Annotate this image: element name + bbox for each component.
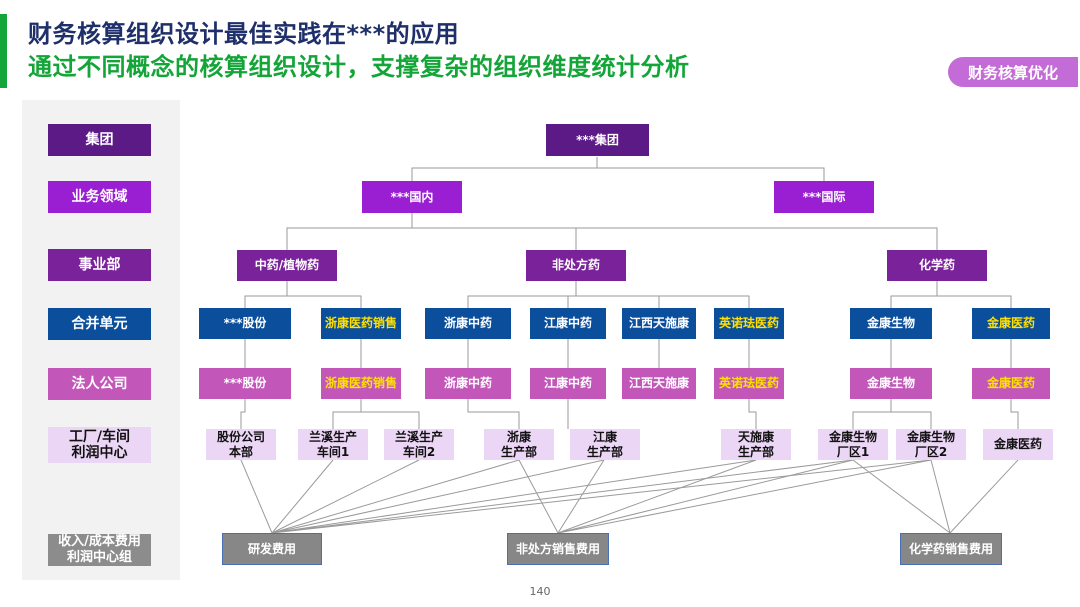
node-plant-jinkang-bio-2: 金康生物 厂区2: [896, 429, 966, 460]
node-legal-zhekang-tcm: 浙康中药: [425, 368, 511, 399]
node-group: ***集团: [546, 124, 649, 156]
node-plant-jinkang-bio-1: 金康生物 厂区1: [818, 429, 888, 460]
level-consolidation-unit: 合并单元: [48, 308, 151, 340]
node-plant-zhekang-production: 浙康 生产部: [484, 429, 554, 460]
node-legal-jiangxi-tianshikang: 江西天施康: [622, 368, 696, 399]
node-division-chemical: 化学药: [887, 250, 987, 281]
link-domain-divisions: [286, 213, 938, 250]
node-cons-jiangkang-tcm: 江康中药: [530, 308, 606, 339]
node-cost-chemical-sales: 化学药销售费用: [900, 533, 1002, 565]
node-legal-innofa: 英诺珐医药: [714, 368, 784, 399]
level-panel: [22, 100, 180, 580]
node-cons-zhekang-tcm: 浙康中药: [425, 308, 511, 339]
node-plant-jiangkang-production: 江康 生产部: [570, 429, 640, 460]
node-domain-international: ***国际: [774, 181, 874, 213]
link-legal-plants-b: [467, 399, 757, 429]
node-cons-gufen: ***股份: [199, 308, 291, 339]
level-cost-profit-center-group: 收入/成本费用 利润中心组: [48, 534, 151, 566]
node-division-tcm: 中药/植物药: [237, 250, 337, 281]
node-cons-jinkang-pharma: 金康医药: [972, 308, 1050, 339]
link-chem-cons: [890, 281, 1012, 308]
link-plants-rd-cost: [240, 459, 932, 534]
level-division: 事业部: [48, 249, 151, 281]
node-cons-innofa: 英诺珐医药: [714, 308, 784, 339]
node-plant-gufen-hq: 股份公司 本部: [206, 429, 276, 460]
node-cost-rd: 研发费用: [222, 533, 322, 565]
section-tag: 财务核算优化: [948, 57, 1078, 87]
link-legal-plants-a: [240, 399, 420, 429]
link-plants-otc-cost: [518, 459, 932, 534]
node-cons-zhekang-sales: 浙康医药销售: [321, 308, 401, 339]
link-group-domains: [411, 157, 825, 181]
node-legal-zhekang-sales: 浙康医药销售: [321, 368, 401, 399]
node-plant-tianshikang-production: 天施康 生产部: [721, 429, 791, 460]
node-domain-domestic: ***国内: [362, 181, 462, 213]
node-cost-otc-sales: 非处方销售费用: [507, 533, 609, 565]
node-plant-lanxi-1: 兰溪生产 车间1: [298, 429, 368, 460]
accent-bar: [0, 14, 7, 88]
node-cons-jinkang-bio: 金康生物: [850, 308, 932, 339]
node-legal-jiangkang-tcm: 江康中药: [530, 368, 606, 399]
node-plant-lanxi-2: 兰溪生产 车间2: [384, 429, 454, 460]
node-plant-jinkang-pharma: 金康医药: [983, 429, 1053, 460]
page-number: 140: [529, 585, 551, 598]
link-plants-chem-cost: [852, 459, 1019, 534]
level-group: 集团: [48, 124, 151, 156]
node-legal-gufen: ***股份: [199, 368, 291, 399]
page-title: 财务核算组织设计最佳实践在***的应用: [28, 20, 460, 48]
page-subtitle: 通过不同概念的核算组织设计，支撑复杂的组织维度统计分析: [28, 53, 690, 81]
level-domain: 业务领域: [48, 181, 151, 213]
node-legal-jinkang-pharma: 金康医药: [972, 368, 1050, 399]
link-otc-cons: [467, 281, 750, 308]
node-legal-jinkang-bio: 金康生物: [850, 368, 932, 399]
level-legal-company: 法人公司: [48, 368, 151, 400]
node-division-otc: 非处方药: [526, 250, 626, 281]
link-tcm-cons: [244, 281, 362, 308]
level-plant-profit-center: 工厂/车间 利润中心: [48, 427, 151, 463]
link-legal-plants-c: [852, 399, 1019, 429]
node-cons-jiangxi-tianshikang: 江西天施康: [622, 308, 696, 339]
link-cons-legal: [244, 339, 1012, 368]
